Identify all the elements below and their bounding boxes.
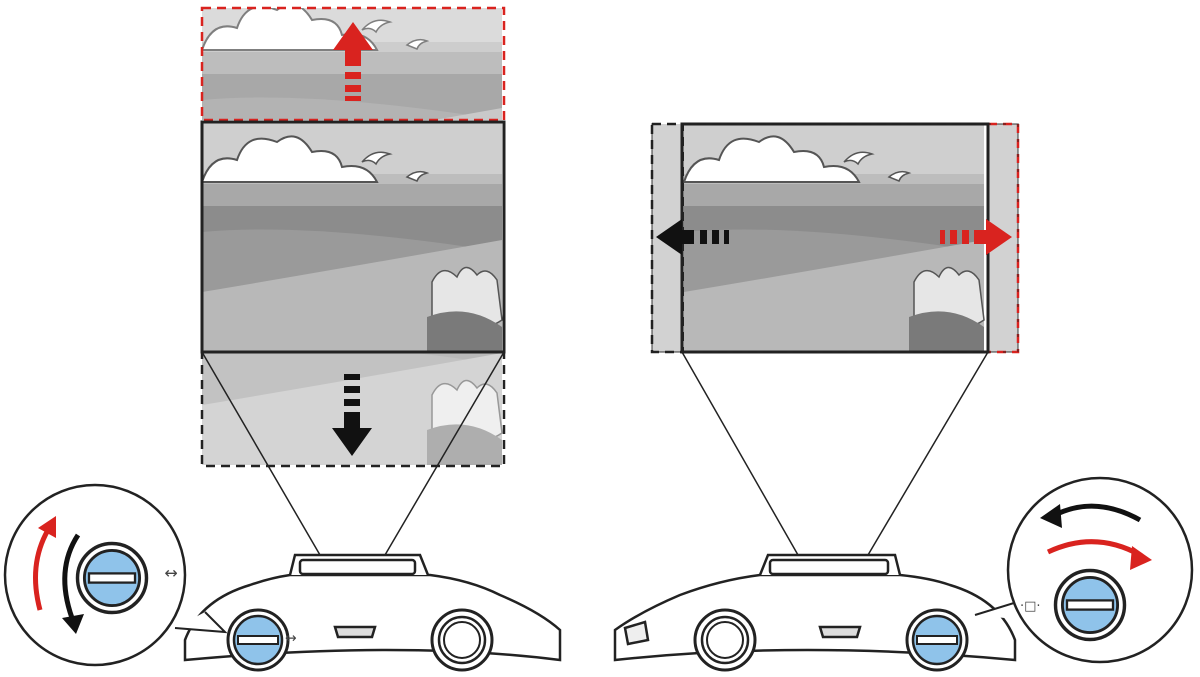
vertical-shift-knob bbox=[226, 608, 290, 672]
vertical-knob-callout: ↕ bbox=[3, 483, 228, 667]
rotate-clockwise-icon bbox=[1046, 539, 1152, 570]
projected-image bbox=[200, 120, 506, 354]
horizontal-shift-icon: ·□· bbox=[1020, 599, 1041, 614]
horizontal-knob-callout: ·□· bbox=[974, 476, 1194, 664]
arrow-up-icon bbox=[333, 22, 373, 101]
vertical-shift-icon: ↕ bbox=[284, 632, 300, 644]
right-panel-horizontal-shift: ·□· bbox=[613, 122, 1194, 672]
horizontal-shift-knob bbox=[905, 608, 969, 672]
vertical-shift-icon: ↕ bbox=[162, 567, 181, 580]
rotate-counterclockwise-icon bbox=[62, 533, 84, 634]
arrow-left-icon bbox=[656, 219, 729, 255]
rotate-counterclockwise-icon bbox=[1040, 503, 1142, 528]
left-panel-vertical-shift: ↕ ↕ bbox=[3, 6, 562, 672]
horizontal-shift-knob bbox=[430, 608, 494, 672]
arrow-right-icon bbox=[940, 219, 1012, 255]
arrow-down-icon bbox=[332, 374, 372, 456]
rotate-clockwise-icon bbox=[33, 516, 56, 611]
vertical-shift-knob bbox=[693, 608, 757, 672]
shifted-up-frame bbox=[200, 6, 506, 122]
